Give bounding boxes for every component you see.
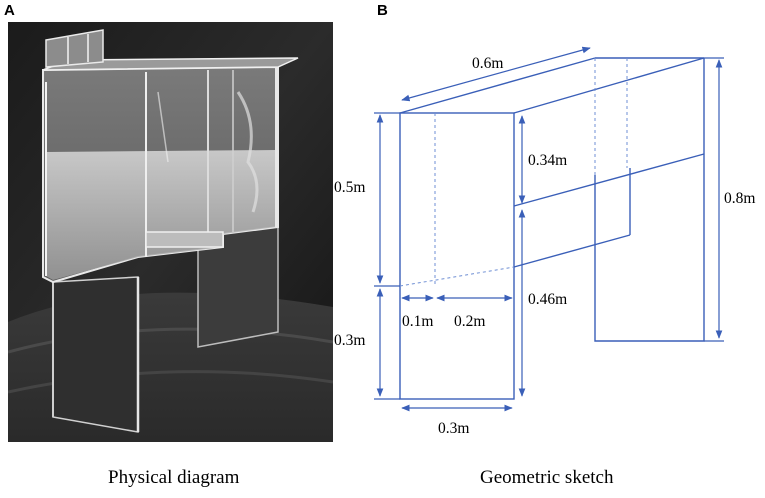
dim-label-bottom-mid: 0.2m xyxy=(454,313,485,330)
dim-label-front-width: 0.3m xyxy=(438,420,469,437)
dim-label-total-height: 0.8m xyxy=(724,190,755,207)
dim-label-middle-upper: 0.34m xyxy=(528,152,567,169)
front-support-panel xyxy=(52,276,139,433)
front-panel-outline xyxy=(399,112,515,400)
physical-model-photo xyxy=(8,22,333,442)
panel-label-b: B xyxy=(377,2,388,19)
hidden-lines xyxy=(399,58,628,287)
dim-label-top-length: 0.6m xyxy=(472,55,503,72)
dimension-lines xyxy=(374,46,724,412)
geometric-sketch: 0.6m 0.5m 0.3m 0.34m 0.46m 0.8m 0.1m 0.2… xyxy=(334,46,755,437)
sketch-lines xyxy=(399,57,705,400)
dim-label-front-lower-height: 0.3m xyxy=(334,332,365,349)
caption-physical-diagram: Physical diagram xyxy=(108,467,240,488)
dim-label-front-upper-height: 0.5m xyxy=(334,179,365,196)
panel-label-a: A xyxy=(4,2,15,19)
dim-label-middle-lower: 0.46m xyxy=(528,291,567,308)
dim-label-bottom-inner: 0.1m xyxy=(402,313,433,330)
caption-geometric-sketch: Geometric sketch xyxy=(480,467,614,488)
